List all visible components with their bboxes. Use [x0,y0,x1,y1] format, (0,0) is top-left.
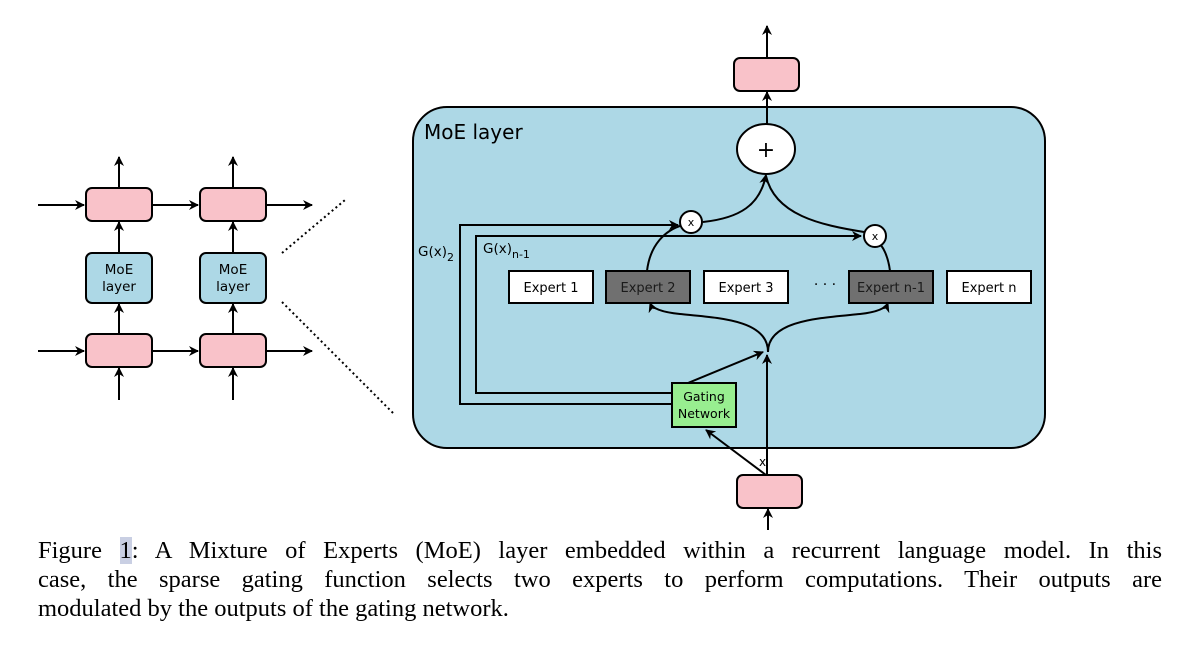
rnn-cell-top-1 [85,187,153,222]
gate-wire-n1 [475,231,862,394]
moe-layer-block-2: MoE layer [199,252,267,304]
sum-node [736,123,796,175]
gate-label-n1: G(x)n-1 [483,241,530,261]
arrow-input-to-gating [705,429,767,476]
zoom-line-lower [281,301,396,416]
multiply-symbol: x [688,216,695,229]
expert-box: Expert n [946,270,1032,304]
moe-block-1-line1: MoE [105,262,133,278]
input-x-label: x [759,455,766,469]
sum-symbol: + [757,138,775,163]
expert-label: Expert 3 [718,281,773,296]
multiplier-node-expertn1: x [863,224,887,248]
caption-line-1: Figure 1: A Mixture of Experts (MoE) lay… [38,536,1162,565]
arrow-mult2-to-sum [702,174,770,223]
moe-panel-title: MoE layer [424,120,523,144]
caption-line-3: modulated by the outputs of the gating n… [38,595,509,622]
moe-block-1-line2: layer [102,279,136,295]
arrow-expert2-to-mult [646,224,684,272]
experts-ellipsis: · · · [814,277,836,293]
multiplier-node-expert2: x [679,210,703,234]
expert-box: Expert 2 [605,270,691,304]
expert-label: Expert 2 [620,281,675,296]
multiply-symbol: x [872,230,879,243]
arrow-gating-to-dispatch [687,350,764,384]
rnn-cell-top-2 [199,187,267,222]
arrow-to-expertn1 [767,302,890,353]
figure-caption: Figure 1: A Mixture of Experts (MoE) lay… [38,536,1162,623]
rnn-cell-bottom-1 [85,333,153,368]
gating-network-line2: Network [678,406,731,421]
figure-number-link[interactable]: 1 [119,537,132,564]
output-cell [733,57,800,92]
expert-label: Expert n [962,281,1017,296]
recurrent-model [38,156,313,400]
rnn-cell-bottom-2 [199,333,267,368]
arrow-multn1-to-sum [765,175,865,233]
caption-line-1-text: : A Mixture of Experts (MoE) layer embed… [131,537,1162,564]
expert-box: Expert 3 [703,270,789,304]
expert-label: Expert 1 [523,281,578,296]
moe-block-2-line2: layer [216,279,250,295]
zoom-line-upper [281,199,346,254]
experts-row: Expert 1 Expert 2 Expert 3 Expert n-1 Expert… [508,270,1032,304]
moe-layer-block-1: MoE layer [85,252,153,304]
arrow-to-expert2 [648,302,769,353]
moe-diagram: MoE layer MoE layer MoE layer + G(x)2 G(… [38,25,1046,530]
input-cell [736,474,803,509]
expert-box: Expert 1 [508,270,594,304]
caption-line-2: case, the sparse gating function selects… [38,566,1162,593]
gating-network-line1: Gating [683,389,725,404]
gating-network: Gating Network [671,382,737,428]
expert-box: Expert n-1 [848,270,934,304]
moe-block-2-line1: MoE [219,262,247,278]
expert-label: Expert n-1 [857,281,925,296]
gate-label-2: G(x)2 [418,244,454,264]
caption-prefix: Figure [38,537,120,564]
gate-wire-2 [459,220,679,405]
